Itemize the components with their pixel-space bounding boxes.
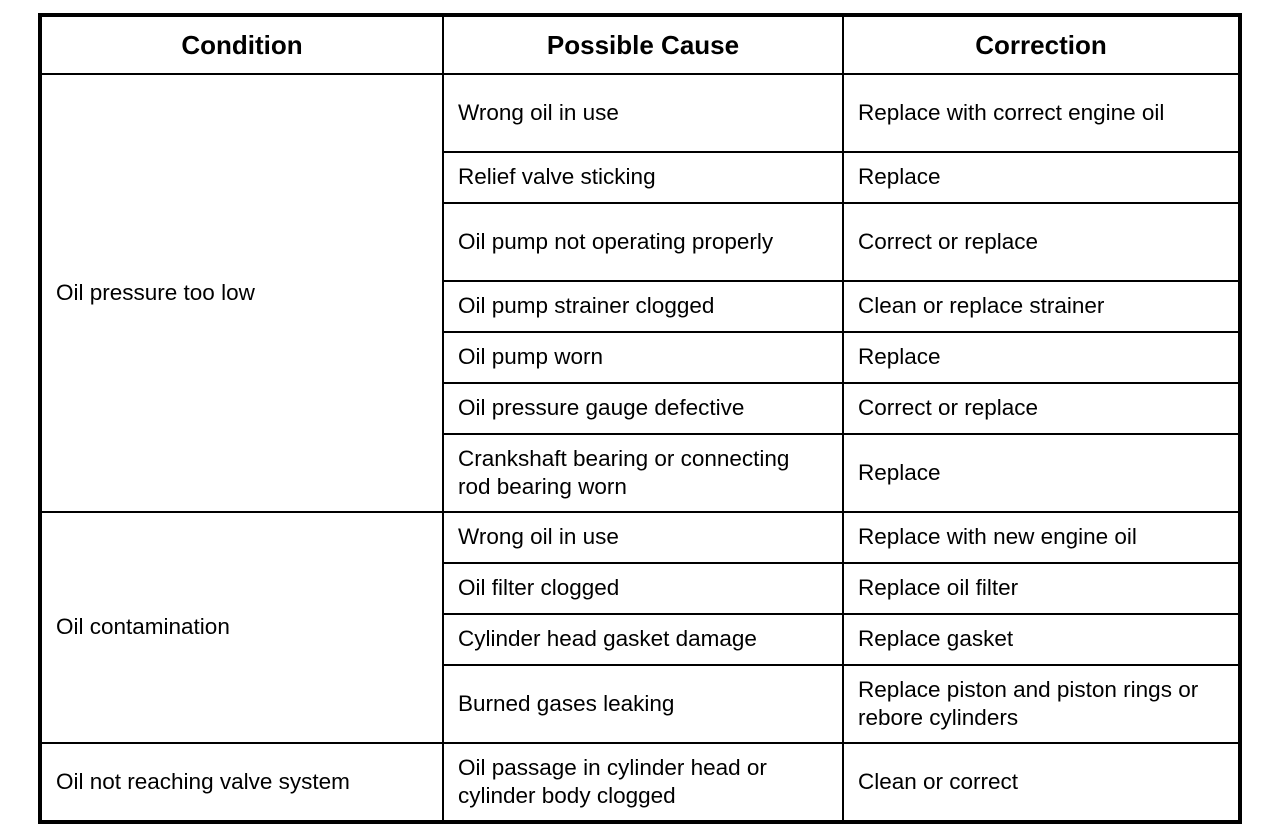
- correction-cell: Replace with new engine oil: [842, 511, 1241, 564]
- condition-cell: Oil not reaching valve system: [39, 742, 444, 823]
- correction-cell: Replace with correct engine oil: [842, 73, 1241, 153]
- troubleshooting-table: Condition Possible Cause Correction Oil …: [38, 13, 1242, 824]
- table-row: Relief valve sticking Replace: [40, 151, 1241, 204]
- correction-cell: Clean or correct: [842, 742, 1241, 823]
- correction-cell: Replace: [842, 151, 1241, 204]
- table-row: Oil filter clogged Replace oil filter: [40, 562, 1241, 615]
- column-header-condition: Condition: [39, 15, 444, 75]
- cause-cell: Cylinder head gasket damage: [442, 613, 844, 666]
- correction-cell: Replace piston and piston rings or rebor…: [842, 664, 1241, 744]
- condition-cell: Oil pressure too low: [39, 73, 444, 513]
- cause-cell: Oil filter clogged: [442, 562, 844, 615]
- cause-cell: Oil passage in cylinder head or cylinder…: [442, 742, 844, 823]
- correction-cell: Correct or replace: [842, 382, 1241, 435]
- table-row: Burned gases leaking Replace piston and …: [40, 664, 1241, 744]
- table-row: Oil pump strainer clogged Clean or repla…: [40, 280, 1241, 333]
- cause-cell: Oil pressure gauge defective: [442, 382, 844, 435]
- table-row: Cylinder head gasket damage Replace gask…: [40, 613, 1241, 666]
- table-body: Oil pressure too low Wrong oil in use Re…: [39, 73, 1241, 823]
- cause-cell: Relief valve sticking: [442, 151, 844, 204]
- table-row: Oil pressure gauge defective Correct or …: [40, 382, 1241, 435]
- correction-cell: Replace oil filter: [842, 562, 1241, 615]
- cause-cell: Crankshaft bearing or connecting rod bea…: [442, 433, 844, 513]
- cause-cell: Oil pump strainer clogged: [442, 280, 844, 333]
- table-row: Oil pump not operating properly Correct …: [40, 202, 1241, 282]
- table-row: Crankshaft bearing or connecting rod bea…: [40, 433, 1241, 513]
- cause-cell: Oil pump worn: [442, 331, 844, 384]
- cause-cell: Oil pump not operating properly: [442, 202, 844, 282]
- header-row: Condition Possible Cause Correction: [39, 15, 1241, 75]
- table-row: Oil pressure too low Wrong oil in use Re…: [39, 73, 1241, 513]
- table-row: Oil contamination Wrong oil in use Repla…: [39, 511, 1241, 744]
- table-header: Condition Possible Cause Correction: [39, 15, 1241, 75]
- troubleshooting-table-page: Condition Possible Cause Correction Oil …: [38, 13, 1242, 824]
- correction-cell: Replace: [842, 331, 1241, 384]
- correction-cell: Replace gasket: [842, 613, 1241, 666]
- table-row: Oil pump worn Replace: [40, 331, 1241, 384]
- correction-cell: Clean or replace strainer: [842, 280, 1241, 333]
- table-row: Oil not reaching valve system Oil passag…: [39, 742, 1241, 823]
- column-header-possible-cause: Possible Cause: [442, 15, 844, 75]
- cause-cell: Wrong oil in use: [442, 511, 844, 564]
- condition-cell: Oil contamination: [39, 511, 444, 744]
- cause-cell: Wrong oil in use: [442, 73, 844, 153]
- correction-cell: Correct or replace: [842, 202, 1241, 282]
- cause-cell: Burned gases leaking: [442, 664, 844, 744]
- correction-cell: Replace: [842, 433, 1241, 513]
- column-header-correction: Correction: [842, 15, 1241, 75]
